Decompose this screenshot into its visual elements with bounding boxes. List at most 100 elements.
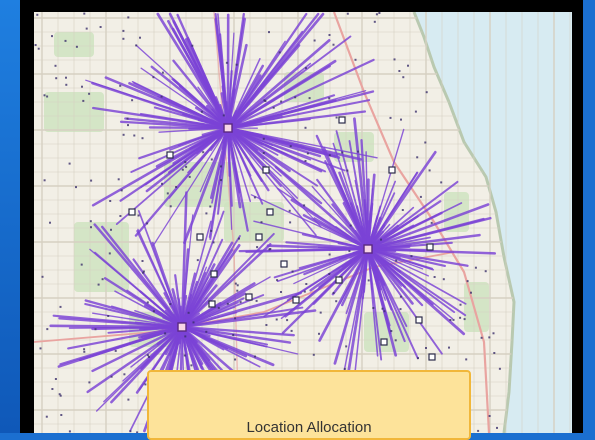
demand-point — [210, 230, 212, 232]
demand-point — [211, 159, 213, 161]
demand-point — [488, 336, 490, 338]
demand-point — [65, 84, 67, 86]
demand-point — [467, 280, 469, 282]
demand-point — [400, 119, 402, 121]
demand-point — [46, 416, 48, 418]
demand-point — [153, 310, 155, 312]
demand-point — [83, 13, 85, 15]
demand-point — [279, 51, 281, 53]
demand-point — [102, 278, 104, 280]
demand-point — [357, 151, 359, 153]
demand-point — [411, 255, 413, 257]
demand-point — [416, 156, 418, 158]
demand-point — [477, 430, 479, 432]
demand-point — [123, 134, 125, 136]
demand-point — [289, 221, 291, 223]
candidate-facility — [246, 294, 252, 300]
demand-point — [213, 241, 215, 243]
demand-point — [390, 117, 392, 119]
demand-point — [449, 319, 451, 321]
demand-point — [440, 181, 442, 183]
demand-point — [291, 330, 293, 332]
demand-point — [119, 215, 121, 217]
demand-point — [345, 345, 347, 347]
demand-point — [49, 222, 51, 224]
demand-point — [329, 254, 331, 256]
demand-point — [109, 252, 111, 254]
demand-point — [329, 34, 331, 36]
demand-point — [65, 77, 67, 79]
candidate-facility — [416, 317, 422, 323]
demand-point — [305, 283, 307, 285]
demand-point — [402, 209, 404, 211]
demand-point — [464, 318, 466, 320]
demand-point — [431, 222, 433, 224]
demand-point — [81, 264, 83, 266]
demand-point — [184, 355, 186, 357]
demand-point — [460, 304, 462, 306]
demand-point — [376, 13, 378, 15]
demand-point — [90, 220, 92, 222]
demand-point — [465, 358, 467, 360]
candidate-facility — [209, 301, 215, 307]
demand-point — [170, 205, 172, 207]
demand-point — [36, 14, 38, 16]
demand-point — [81, 86, 83, 88]
demand-point — [240, 301, 242, 303]
demand-point — [390, 330, 392, 332]
demand-point — [238, 238, 240, 240]
demand-point — [205, 331, 207, 333]
demand-point — [127, 118, 129, 120]
candidate-facility — [263, 167, 269, 173]
demand-point — [348, 250, 350, 252]
demand-point — [161, 183, 163, 185]
demand-point — [489, 415, 491, 417]
demand-point — [38, 48, 40, 50]
demand-point — [256, 246, 258, 248]
demand-point — [162, 72, 164, 74]
candidate-facility — [427, 244, 433, 250]
demand-point — [459, 317, 461, 319]
demand-point — [318, 333, 320, 335]
demand-point — [88, 381, 90, 383]
demand-point — [313, 354, 315, 356]
demand-point — [286, 319, 288, 321]
demand-point — [496, 427, 498, 429]
demand-point — [290, 145, 292, 147]
demand-point — [110, 229, 112, 231]
demand-point — [220, 179, 222, 181]
demand-point — [320, 312, 322, 314]
demand-point — [119, 85, 121, 87]
map-frame — [20, 0, 583, 433]
park — [464, 282, 489, 332]
demand-point — [133, 135, 135, 137]
demand-point — [90, 180, 92, 182]
candidate-facility — [281, 261, 287, 267]
demand-point — [372, 307, 374, 309]
demand-point — [426, 91, 428, 93]
demand-point — [123, 373, 125, 375]
demand-point — [55, 65, 57, 67]
demand-point — [175, 186, 177, 188]
demand-point — [60, 306, 62, 308]
demand-point — [485, 270, 487, 272]
demand-point — [90, 226, 92, 228]
demand-point — [142, 137, 144, 139]
caption-callout: Location Allocation — [147, 370, 471, 440]
demand-point — [263, 138, 265, 140]
demand-point — [232, 334, 234, 336]
demand-point — [434, 276, 436, 278]
demand-point — [305, 67, 307, 69]
demand-point — [236, 64, 238, 66]
demand-point — [182, 169, 184, 171]
demand-point — [46, 328, 48, 330]
demand-point — [303, 204, 305, 206]
candidate-facility — [256, 234, 262, 240]
demand-point — [98, 284, 100, 286]
demand-point — [88, 93, 90, 95]
demand-point — [55, 77, 57, 79]
demand-point — [407, 65, 409, 67]
demand-point — [46, 96, 48, 98]
demand-point — [201, 111, 203, 113]
demand-point — [69, 430, 71, 432]
